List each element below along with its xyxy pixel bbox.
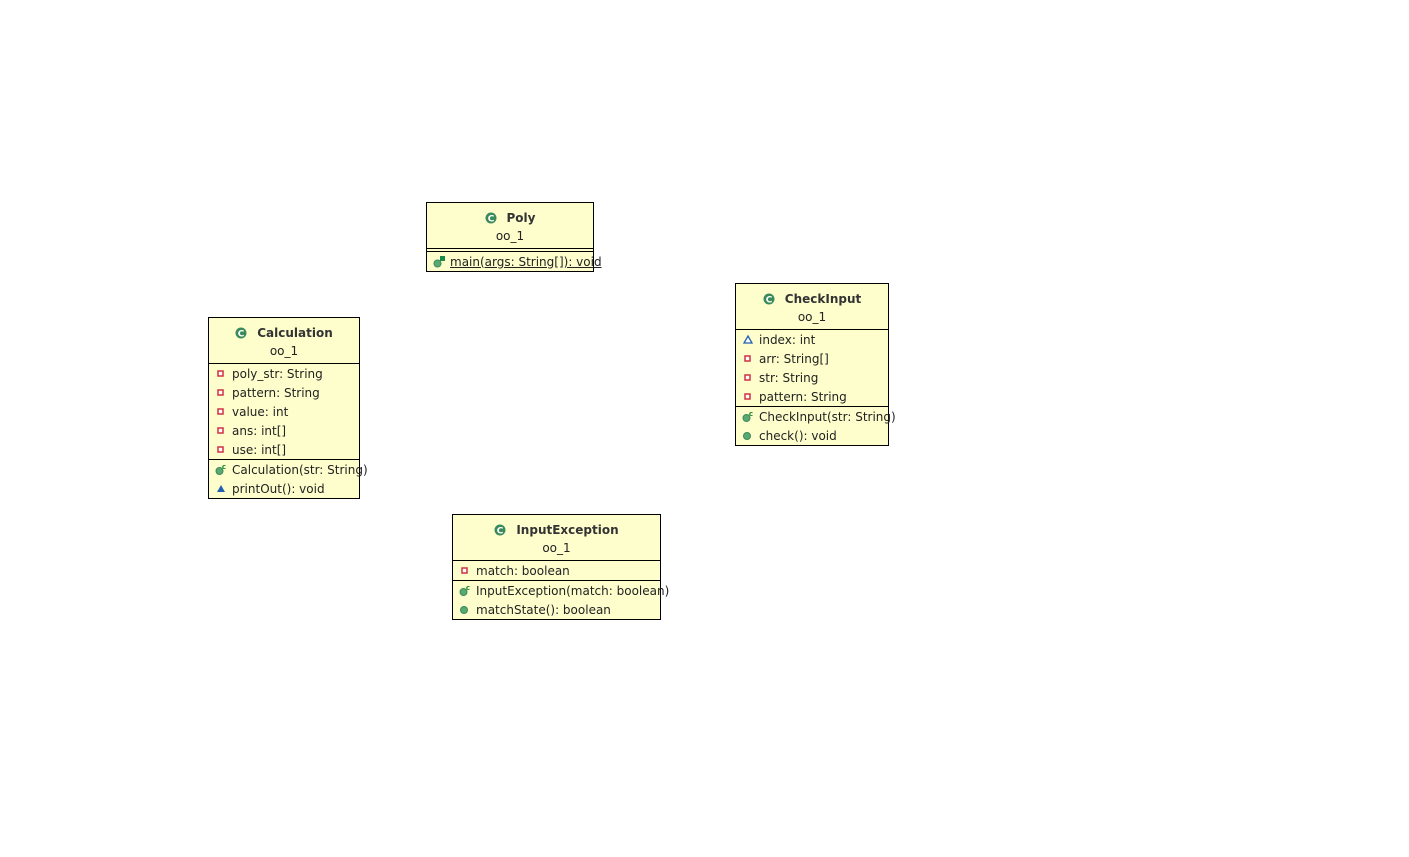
class-title: C InputException [453,515,660,539]
method-text: Calculation(str: String) [232,462,368,477]
public-static-method-icon [433,255,445,268]
method-text: matchState(): boolean [476,602,611,617]
constructor-icon: c [215,464,227,476]
private-field-icon [742,353,754,365]
class-name: InputException [516,522,619,537]
private-field-icon [215,406,227,418]
method-row[interactable]: c Calculation(str: String) [209,460,368,479]
private-field-icon [459,565,471,577]
svg-text:c: c [466,585,470,592]
attribute-text: use: int[] [232,442,287,457]
attribute-row[interactable]: use: int[] [209,440,359,459]
attribute-row[interactable]: poly_str: String [209,364,359,383]
method-row[interactable]: main(args: String[]): void [427,252,602,271]
class-box-calculation[interactable]: C Calculation oo_1 poly_str: String pattern… [208,317,368,499]
package-field-icon [742,334,754,346]
class-package: oo_1 [542,541,571,555]
method-row[interactable]: check(): void [736,426,888,445]
attribute-row[interactable]: ans: int[] [209,421,359,440]
private-field-icon [215,425,227,437]
class-title: C CheckInput [736,284,888,308]
class-name: Calculation [257,325,333,340]
class-title: C Poly [427,203,593,227]
attribute-row[interactable]: value: int [209,402,359,421]
class-box-poly[interactable]: C Poly oo_1 main(args: String[]): void [426,202,602,272]
private-field-icon [742,372,754,384]
svg-text:C: C [487,214,494,224]
class-header: C Poly oo_1 [427,203,593,249]
method-text: main(args: String[]): void [450,254,602,269]
attribute-text: value: int [232,404,289,419]
private-field-icon [215,387,227,399]
attribute-text: index: int [759,332,816,347]
attribute-row[interactable]: arr: String[] [736,349,888,368]
attribute-text: ans: int[] [232,423,287,438]
attribute-row[interactable]: pattern: String [209,383,359,402]
private-field-icon [742,391,754,403]
private-field-icon [215,368,227,380]
class-header: C Calculation oo_1 [209,318,359,364]
constructor-icon: c [742,411,754,423]
constructor-icon: c [459,585,471,597]
methods-compartment: c Calculation(str: String) printOut(): voi… [209,460,368,498]
method-row[interactable]: c InputException(match: boolean) [453,581,669,600]
class-icon: C [763,293,775,305]
class-icon: C [494,524,506,536]
svg-text:C: C [765,295,772,305]
class-icon: C [235,327,247,339]
attribute-text: pattern: String [759,389,847,404]
methods-compartment: c InputException(match: boolean) matchStat… [453,581,669,619]
methods-compartment: c CheckInput(str: String) check(): void [736,407,896,445]
method-text: InputException(match: boolean) [476,583,670,598]
class-package: oo_1 [797,310,827,324]
attribute-text: match: boolean [476,563,570,578]
attribute-row[interactable]: match: boolean [453,561,660,580]
attribute-row[interactable]: index: int [736,330,888,349]
class-box-checkinput[interactable]: C CheckInput oo_1 index: int arr: String[] s… [735,283,896,446]
svg-text:C: C [238,329,245,339]
method-row[interactable]: printOut(): void [209,479,359,498]
private-field-icon [215,444,227,456]
method-row[interactable]: matchState(): boolean [453,600,660,619]
class-header: C InputException oo_1 [453,515,660,561]
attributes-compartment: match: boolean [453,561,660,581]
method-text: check(): void [759,428,837,443]
methods-compartment: main(args: String[]): void [427,252,602,271]
public-method-icon [742,430,754,442]
attribute-row[interactable]: pattern: String [736,387,888,406]
attributes-compartment: poly_str: String pattern: String value: in… [209,364,359,460]
class-box-inputexception[interactable]: C InputException oo_1 match: boolean c Input… [452,514,669,620]
class-name: Poly [506,210,536,225]
class-package: oo_1 [495,229,525,243]
svg-text:c: c [749,411,753,418]
public-method-icon [459,604,471,616]
attribute-text: arr: String[] [759,351,829,366]
class-package: oo_1 [269,344,299,358]
method-text: CheckInput(str: String) [759,409,896,424]
class-name: CheckInput [784,291,862,306]
class-title: C Calculation [209,318,359,342]
class-icon: C [485,212,497,224]
attributes-compartment [427,249,593,252]
class-header: C CheckInput oo_1 [736,284,888,330]
svg-text:c: c [222,464,226,471]
method-row[interactable]: c CheckInput(str: String) [736,407,896,426]
attribute-text: str: String [759,370,819,385]
attribute-row[interactable]: str: String [736,368,888,387]
package-method-icon [215,483,227,495]
attribute-text: pattern: String [232,385,320,400]
method-text: printOut(): void [232,481,325,496]
attributes-compartment: index: int arr: String[] str: String patter… [736,330,888,407]
attribute-text: poly_str: String [232,366,323,381]
svg-text:C: C [497,526,504,536]
